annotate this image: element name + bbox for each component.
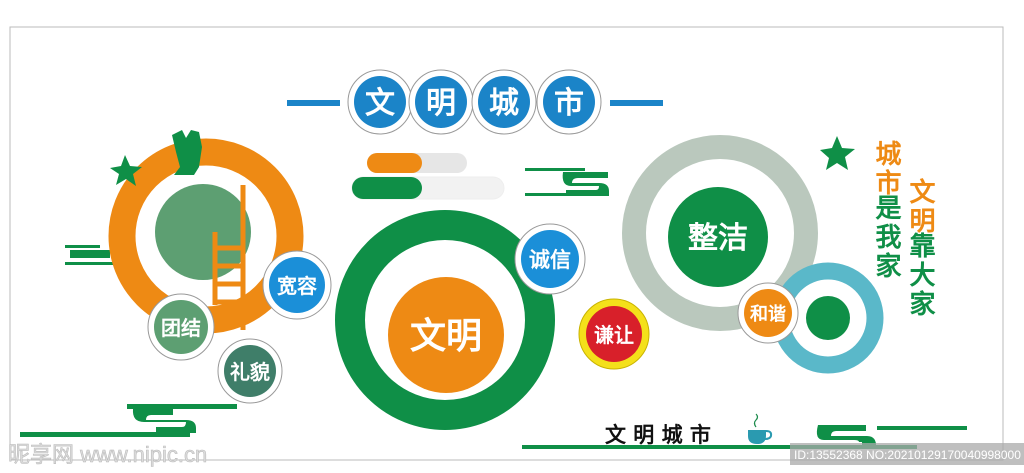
- bubble-chengxin: 诚信: [514, 223, 586, 295]
- bubble-kuanrong: 宽容: [262, 250, 332, 320]
- green-ring: [335, 210, 555, 430]
- left-ring-group: 团结 礼貌 宽容: [108, 130, 332, 404]
- zhengjie-label: 整洁: [688, 221, 748, 256]
- cloud-swirl-icon: [20, 404, 237, 437]
- books-icon: [351, 153, 505, 200]
- center-label: 文明: [410, 316, 482, 357]
- cloud-swirl-icon: [522, 425, 967, 449]
- bubble-label: 诚信: [529, 248, 571, 272]
- slogan-col2-orange: 文明: [905, 177, 935, 236]
- bubble-label: 和谐: [750, 304, 786, 325]
- title-char-3: 城: [471, 69, 537, 135]
- star-icon: [110, 155, 142, 186]
- green-circle: [668, 187, 768, 287]
- footer-text: 文 明 城 市: [605, 423, 711, 447]
- bubble-limao: 礼貌: [217, 338, 283, 404]
- bubble-label: 礼貌: [230, 360, 270, 384]
- cloud-swirl-icon: [525, 168, 609, 196]
- title-char-4: 市: [536, 69, 602, 135]
- title-char-text: 城: [489, 86, 519, 121]
- title-banner: 文 明 城 市: [287, 69, 663, 135]
- sage-circle: [155, 184, 251, 280]
- title-char-text: 明: [426, 86, 456, 121]
- watermark-logo: 昵享网 www.nipic.cn: [8, 442, 207, 467]
- title-line-left: [287, 100, 340, 106]
- cloud-swirl-icon: [65, 245, 135, 265]
- slogan-col2-green: 靠大家: [905, 232, 935, 319]
- bubble-label: 谦让: [594, 323, 634, 347]
- watermark-id-bg: [790, 443, 1024, 465]
- cloud-swirl-decorations: [20, 168, 967, 449]
- bubble-label: 宽容: [277, 274, 317, 298]
- title-char-2: 明: [408, 69, 474, 135]
- watermark-id: ID:13552368 NO:20210129170040998000: [794, 448, 1021, 462]
- green-dot: [806, 296, 850, 340]
- slogan-col1-orange: 城市: [871, 140, 901, 198]
- star-icon: [820, 136, 855, 170]
- vertical-slogans: 城市 是我家 文明 靠大家: [871, 140, 935, 319]
- slogan-col1-green: 是我家: [871, 194, 901, 281]
- title-char-text: 文: [365, 86, 395, 121]
- gray-ring: [622, 135, 818, 331]
- reading-child-icon: [172, 130, 202, 175]
- title-char-1: 文: [347, 69, 413, 135]
- bubble-qianrang: 谦让: [578, 298, 650, 370]
- coffee-cup-icon: [748, 413, 773, 444]
- ladder-icon: [212, 185, 246, 330]
- bubble-hexie: 和谐: [737, 282, 799, 344]
- center-ring-group: 文明 诚信 谦让: [335, 210, 650, 430]
- title-line-right: [610, 100, 663, 106]
- bubble-label: 团结: [161, 316, 201, 340]
- right-ring-group: 整洁 和谐: [622, 135, 884, 374]
- bubble-tuanjie: 团结: [147, 293, 215, 361]
- title-char-text: 市: [554, 86, 584, 121]
- orange-circle: [388, 277, 504, 393]
